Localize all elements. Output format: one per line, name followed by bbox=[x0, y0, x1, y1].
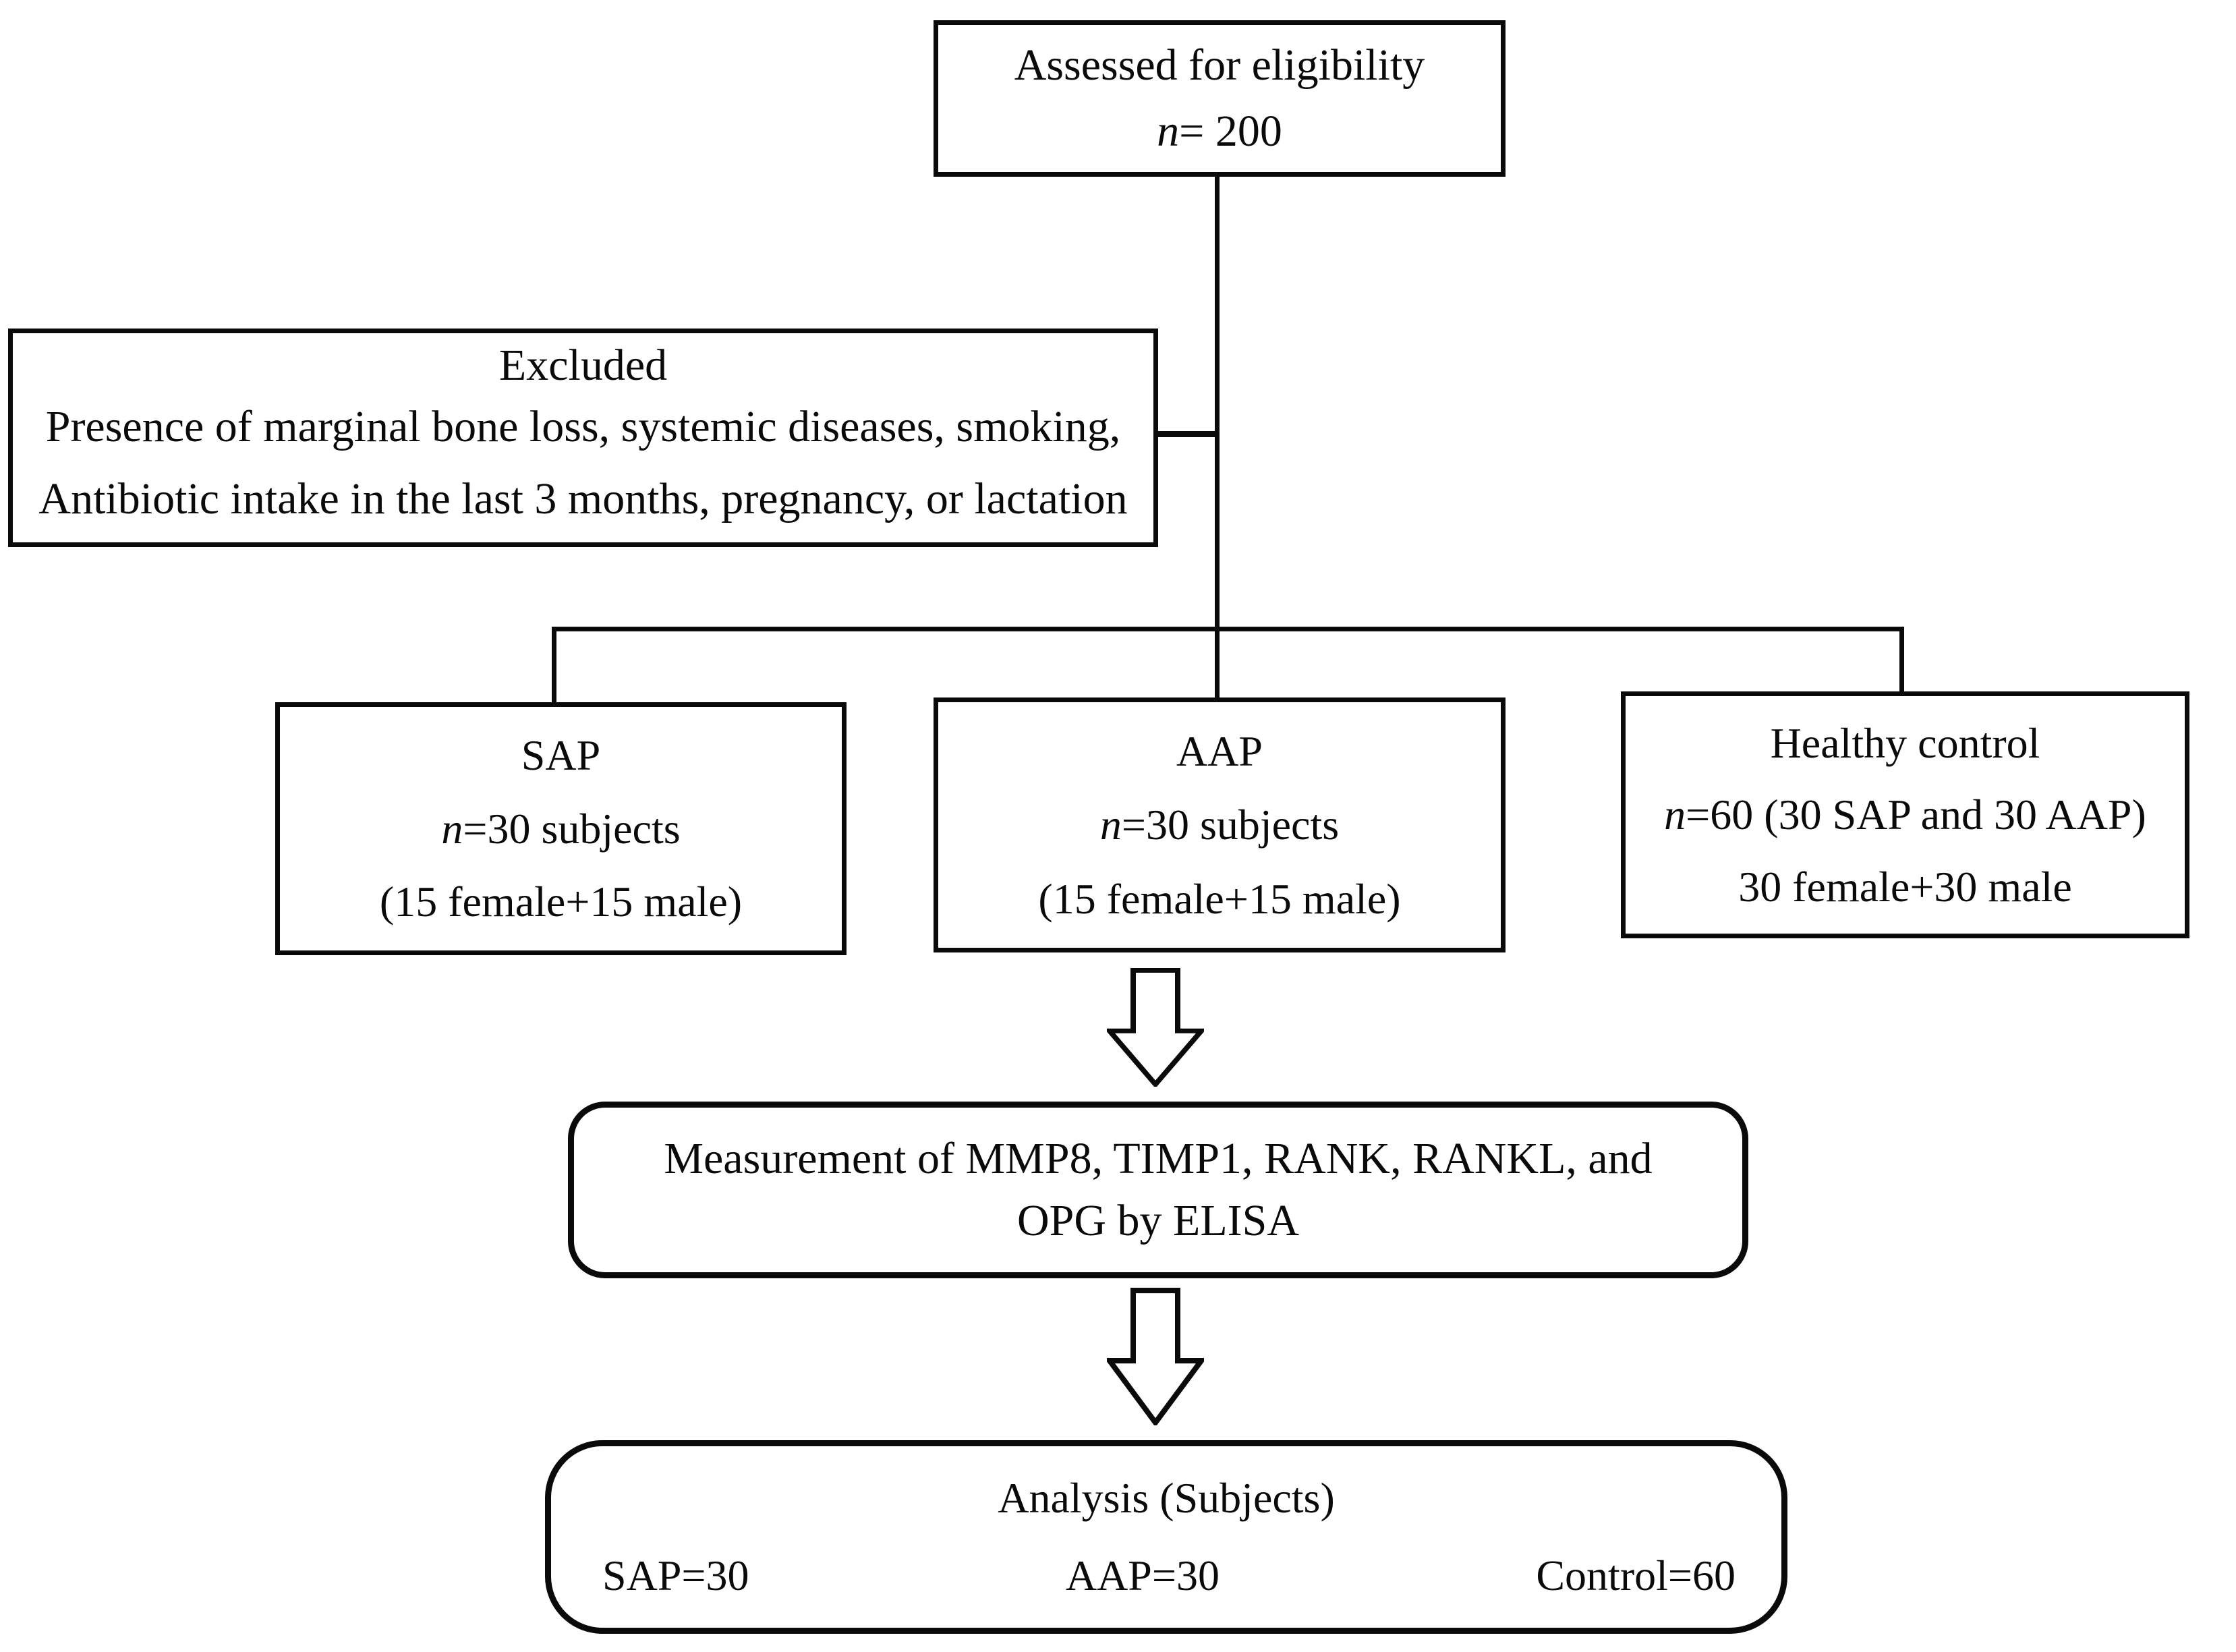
analysis-sap-count: SAP=30 bbox=[602, 1551, 749, 1599]
group-aap-detail: (15 female+15 male) bbox=[1038, 874, 1401, 923]
assessed-eligibility-box: Assessed for eligibility n= 200 bbox=[934, 20, 1506, 177]
excluded-title: Excluded bbox=[498, 341, 668, 391]
group-box-healthy-control: Healthy control n=60 (30 SAP and 30 AAP)… bbox=[1621, 691, 2189, 938]
assessed-title: Assessed for eligibility bbox=[1014, 40, 1425, 90]
group-healthy-count: n=60 (30 SAP and 30 AAP) bbox=[1664, 790, 2146, 840]
excluded-line-1: Presence of marginal bone loss, systemic… bbox=[45, 402, 1121, 452]
connector-drop-right bbox=[1899, 627, 1904, 691]
down-arrow-icon bbox=[1107, 1288, 1204, 1425]
analysis-results-row: SAP=30 AAP=30 Control=60 bbox=[551, 1551, 1781, 1601]
group-healthy-detail: 30 female+30 male bbox=[1738, 862, 2072, 911]
group-aap-title: AAP bbox=[1176, 727, 1263, 775]
measurement-line-2: OPG by ELISA bbox=[1016, 1196, 1299, 1245]
analysis-control-count: Control=60 bbox=[1536, 1551, 1736, 1599]
group-box-aap: AAP n=30 subjects (15 female+15 male) bbox=[934, 697, 1506, 952]
group-sap-count: n=30 subjects bbox=[441, 804, 680, 854]
group-healthy-n-value: =60 (30 SAP and 30 AAP) bbox=[1686, 791, 2146, 838]
group-sap-n-value: =30 subjects bbox=[463, 804, 681, 853]
connector-branch-horizontal bbox=[552, 627, 1904, 631]
group-healthy-title: Healthy control bbox=[1770, 718, 2040, 767]
analysis-box: Analysis (Subjects) SAP=30 AAP=30 Contro… bbox=[545, 1440, 1787, 1634]
analysis-title: Analysis (Subjects) bbox=[998, 1474, 1335, 1522]
measurement-line-1: Measurement of MMP8, TIMP1, RANK, RANKL,… bbox=[664, 1133, 1653, 1183]
down-arrow-icon bbox=[1107, 968, 1204, 1087]
group-aap-count: n=30 subjects bbox=[1100, 800, 1339, 850]
connector-excluded bbox=[1158, 431, 1220, 437]
assessed-n-value: = 200 bbox=[1179, 107, 1282, 156]
group-sap-title: SAP bbox=[521, 731, 601, 779]
group-sap-n-italic: n bbox=[441, 804, 463, 853]
assessed-count: n= 200 bbox=[1157, 106, 1282, 157]
group-aap-n-italic: n bbox=[1099, 801, 1122, 849]
assessed-n-italic: n bbox=[1157, 107, 1180, 156]
excluded-line-2: Antibiotic intake in the last 3 months, … bbox=[38, 474, 1128, 524]
group-healthy-n-italic: n bbox=[1664, 791, 1686, 838]
excluded-box: Excluded Presence of marginal bone loss,… bbox=[8, 329, 1158, 547]
group-sap-detail: (15 female+15 male) bbox=[379, 878, 743, 926]
excluded-criteria: Presence of marginal bone loss, systemic… bbox=[38, 391, 1127, 536]
analysis-aap-count: AAP=30 bbox=[1065, 1551, 1220, 1599]
group-box-sap: SAP n=30 subjects (15 female+15 male) bbox=[275, 702, 847, 955]
connector-drop-left bbox=[552, 627, 556, 702]
connector-top-vertical bbox=[1215, 177, 1220, 697]
group-aap-n-value: =30 subjects bbox=[1121, 801, 1340, 849]
measurement-box: Measurement of MMP8, TIMP1, RANK, RANKL,… bbox=[568, 1102, 1748, 1278]
